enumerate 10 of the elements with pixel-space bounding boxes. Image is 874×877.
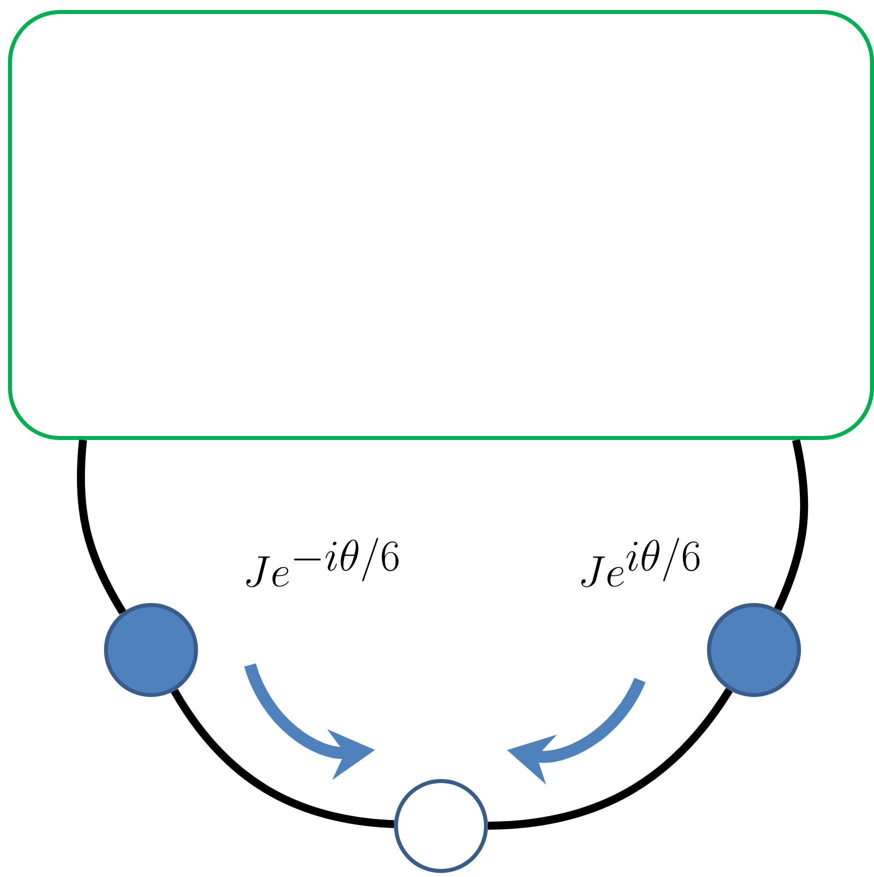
rounded-box bbox=[8, 10, 874, 440]
formula-label: $Je^{-i\theta/6}$ bbox=[246, 538, 399, 588]
filled-circle bbox=[707, 603, 801, 697]
arc-line bbox=[488, 688, 733, 830]
arc-line bbox=[170, 688, 394, 828]
filled-circle bbox=[104, 603, 198, 697]
arc-line bbox=[774, 439, 808, 612]
open-circle bbox=[394, 779, 488, 873]
arc-line bbox=[76, 440, 126, 614]
formula-label: $Je^{i\theta/6}$ bbox=[581, 538, 700, 588]
